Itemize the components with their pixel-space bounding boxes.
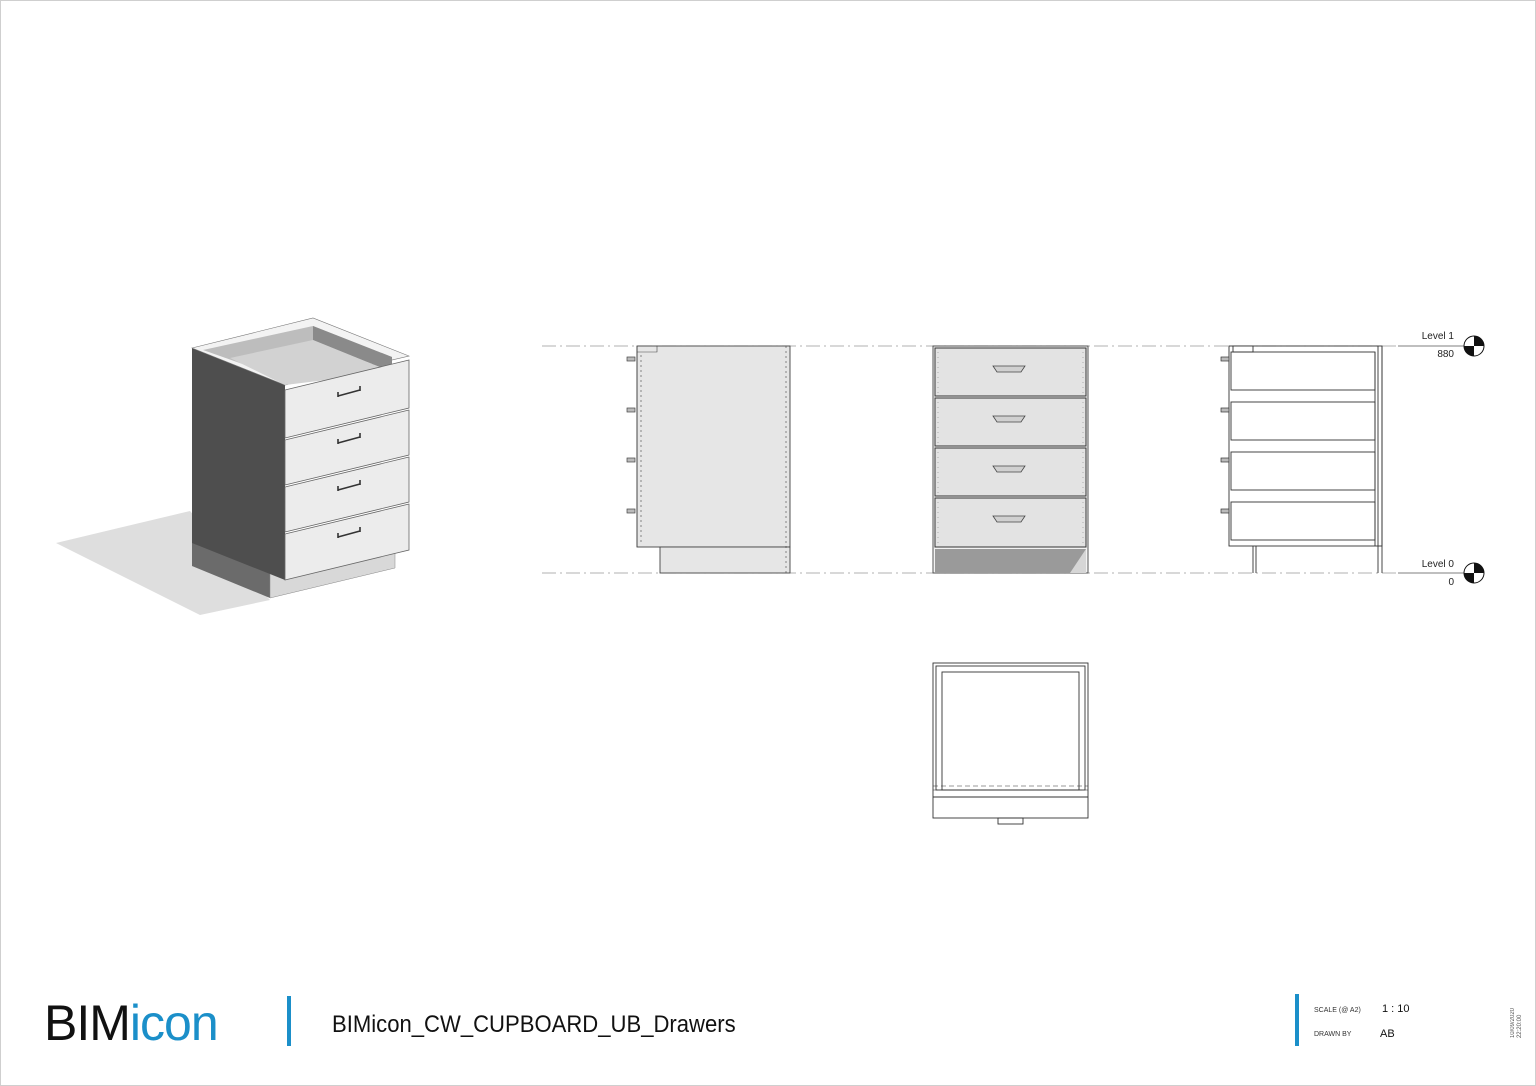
- level-1-marker: [1463, 335, 1485, 357]
- logo-part-icon: icon: [129, 995, 219, 1051]
- level-0-marker: [1463, 562, 1485, 584]
- front-handles: [992, 365, 1026, 523]
- drawn-by-value: AB: [1380, 1028, 1395, 1040]
- drawing-views: [56, 317, 1485, 825]
- date-stamp: 10/09/2020 22:20:00: [1510, 1008, 1524, 1038]
- level-0-elevation: 0: [1448, 577, 1454, 588]
- bimicon-logo: BIMicon: [44, 995, 219, 1051]
- iso-drawer-fronts: [284, 359, 410, 581]
- level-1-elevation: 880: [1437, 349, 1454, 360]
- iso-shadow: [56, 511, 270, 615]
- plan-view: [932, 662, 1089, 825]
- sheet-title: BIMicon_CW_CUPBOARD_UB_Drawers: [332, 1011, 736, 1038]
- section-view: [1220, 345, 1383, 573]
- title-block: BIMicon BIMicon_CW_CUPBOARD_UB_Drawers S…: [0, 980, 1536, 1086]
- front-plinth: [935, 549, 1086, 573]
- side-elevation: [626, 345, 791, 574]
- iso-plinth-side: [192, 540, 270, 598]
- level-1-name: Level 1: [1421, 331, 1454, 342]
- stamp-time: 22:20:00: [1517, 1014, 1523, 1039]
- iso-inner-back: [313, 326, 392, 372]
- logo-part-bim: BIM: [44, 995, 131, 1051]
- scale-value: 1 : 10: [1382, 1003, 1410, 1015]
- section-handles: [1220, 356, 1230, 514]
- iso-left-side: [192, 348, 285, 580]
- isometric-view: [56, 317, 411, 615]
- side-handles: [626, 356, 636, 514]
- iso-drawer-handles: [337, 386, 361, 538]
- drawn-by-label: DRAWN BY: [1314, 1031, 1352, 1038]
- level-line-solid: [1398, 345, 1470, 574]
- title-divider: [287, 996, 291, 1046]
- meta-divider: [1295, 994, 1299, 1046]
- stamp-date: 10/09/2020: [1510, 1008, 1516, 1039]
- scale-label: SCALE (@ A2): [1314, 1007, 1361, 1014]
- front-elevation: [932, 345, 1089, 574]
- level-0-name: Level 0: [1421, 559, 1454, 570]
